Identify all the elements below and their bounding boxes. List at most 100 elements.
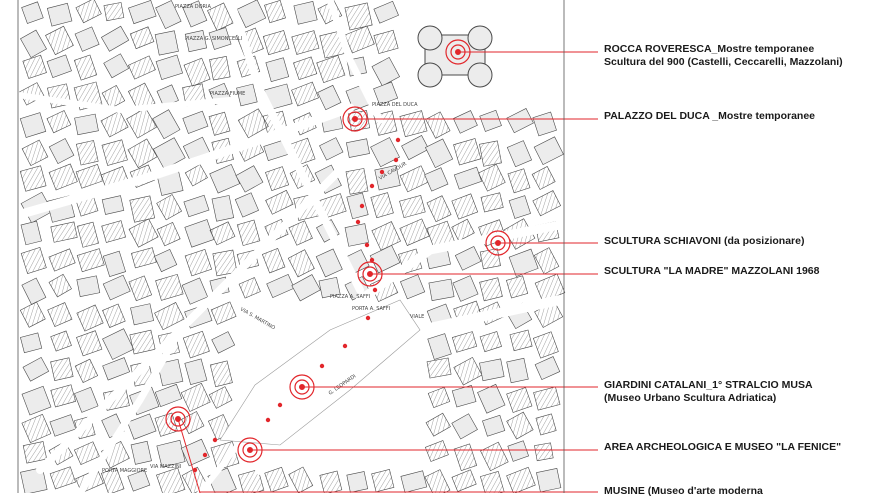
building-block xyxy=(265,166,290,192)
building-block xyxy=(288,466,314,493)
building-block xyxy=(21,385,52,416)
building-block xyxy=(126,107,157,139)
building-block xyxy=(154,30,179,56)
building-block xyxy=(48,273,72,298)
building-block xyxy=(157,358,184,387)
building-block xyxy=(506,140,533,168)
building-block xyxy=(184,248,212,277)
legend-palazzo: PALAZZO DEL DUCA _Mostre temporanee xyxy=(604,110,815,123)
legend-giardini-subtitle: (Museo Urbano Scultura Adriatica) xyxy=(604,392,777,404)
label-piazza-del-duca: PIAZZA DEL DUCA xyxy=(372,102,418,108)
building-block xyxy=(184,219,215,248)
building-block xyxy=(20,220,42,246)
building-block xyxy=(236,83,258,107)
building-block xyxy=(535,413,557,436)
building-block xyxy=(103,2,125,22)
route-dot xyxy=(265,417,271,423)
building-block xyxy=(76,330,103,357)
marker-schiavoni-icon xyxy=(485,230,511,256)
marker-giardini-icon xyxy=(289,374,315,400)
building-block xyxy=(46,54,72,78)
building-block xyxy=(208,111,231,136)
building-block xyxy=(236,219,261,246)
building-block xyxy=(344,25,375,54)
legend-rocca: ROCCA ROVERESCA_Mostre temporanee Scultu… xyxy=(604,43,843,69)
building-block xyxy=(48,248,76,272)
label-porta-maggiore: PORTA MAGGIORE xyxy=(102,468,147,474)
marker-rocca-icon xyxy=(445,39,471,65)
building-block xyxy=(454,246,482,271)
building-block xyxy=(22,441,48,464)
building-block xyxy=(238,277,261,299)
building-block xyxy=(76,248,105,273)
building-block xyxy=(20,29,47,59)
building-block xyxy=(400,274,426,300)
building-block xyxy=(287,249,315,278)
building-block xyxy=(317,84,342,111)
building-block xyxy=(50,221,78,243)
building-block xyxy=(506,108,534,134)
building-block xyxy=(508,248,539,277)
route-dot xyxy=(202,452,208,458)
building-block xyxy=(482,414,506,437)
building-block xyxy=(49,414,77,437)
building-block xyxy=(453,356,483,386)
building-block xyxy=(399,110,428,138)
building-block xyxy=(534,442,554,462)
building-block xyxy=(46,110,72,134)
legend-giardini: GIARDINI CATALANI_1° STRALCIO MUSA (Muse… xyxy=(604,379,813,405)
building-block xyxy=(154,302,185,331)
building-block xyxy=(506,466,536,493)
building-block xyxy=(506,411,534,440)
building-block xyxy=(425,111,451,139)
building-block xyxy=(401,135,430,161)
building-block xyxy=(156,194,183,221)
building-block xyxy=(262,30,290,56)
legend-giardini-title: GIARDINI CATALANI_1° STRALCIO MUSA xyxy=(604,379,813,391)
building-block xyxy=(533,386,561,411)
building-block xyxy=(21,277,47,305)
building-block xyxy=(264,0,286,24)
building-block xyxy=(424,167,449,192)
building-block xyxy=(102,357,131,381)
building-block xyxy=(236,0,267,28)
building-block xyxy=(184,29,208,53)
building-block xyxy=(74,386,99,413)
building-block xyxy=(508,195,531,219)
building-block xyxy=(399,218,430,246)
building-block xyxy=(533,247,560,275)
building-block xyxy=(209,360,233,388)
rocca-fortress xyxy=(417,25,493,88)
building-block xyxy=(346,192,369,220)
building-block xyxy=(127,138,158,169)
building-block xyxy=(509,329,533,352)
poi-markers xyxy=(165,39,511,463)
building-block xyxy=(45,25,74,56)
legend-fenice: AREA ARCHEOLOGICA E MUSEO "LA FENICE" xyxy=(604,441,841,454)
route-dot xyxy=(369,183,375,189)
building-block xyxy=(451,331,478,353)
route-dot xyxy=(369,257,375,263)
building-block xyxy=(102,328,135,360)
building-block xyxy=(399,165,430,193)
building-block xyxy=(20,247,47,274)
building-block xyxy=(152,109,181,140)
building-block xyxy=(128,218,159,248)
building-block xyxy=(183,194,210,218)
legend-palazzo-title: PALAZZO DEL DUCA _Mostre temporanee xyxy=(604,110,815,122)
building-blocks xyxy=(19,0,566,493)
building-block xyxy=(261,247,286,274)
building-block xyxy=(316,55,346,84)
building-block xyxy=(207,2,234,31)
building-block xyxy=(234,192,259,218)
building-block xyxy=(75,0,102,24)
building-block xyxy=(480,192,504,213)
building-block xyxy=(318,276,341,299)
building-block xyxy=(100,467,125,493)
building-block xyxy=(209,163,241,194)
building-block xyxy=(426,195,452,223)
marker-madre-icon xyxy=(357,261,383,287)
route-dot xyxy=(277,402,283,408)
route-dots xyxy=(192,137,401,473)
building-block xyxy=(152,137,186,170)
